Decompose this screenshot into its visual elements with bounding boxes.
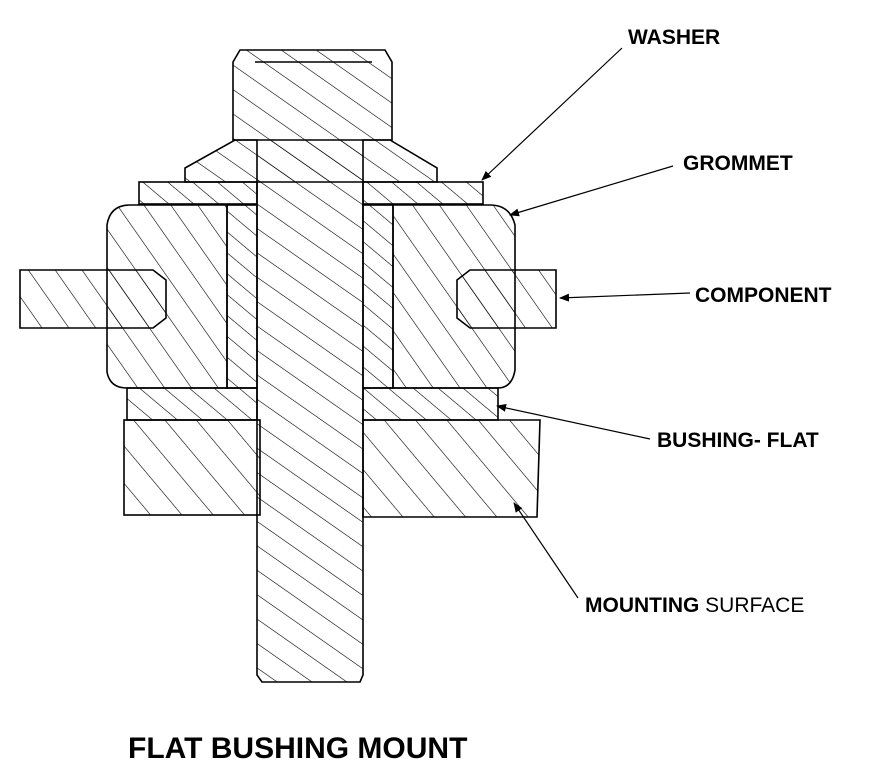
bushing-flat bbox=[126, 204, 499, 421]
bushing-flat-left-flange bbox=[126, 387, 258, 421]
diagram-title: FLAT BUSHING MOUNT bbox=[128, 732, 467, 765]
mounting-surface-leader bbox=[513, 502, 579, 599]
grommet bbox=[106, 204, 516, 389]
mounting-surface-right-block bbox=[362, 419, 541, 518]
bolt-shaft bbox=[232, 49, 393, 683]
component-right-panel bbox=[456, 269, 557, 329]
bushing-flat-right-sleeve bbox=[362, 204, 394, 389]
washer-label: WASHER bbox=[628, 26, 720, 49]
grommet-left-half bbox=[106, 204, 228, 389]
grommet-right-half bbox=[392, 204, 516, 389]
component-label: COMPONENT bbox=[695, 284, 832, 307]
bushing-flat-leader bbox=[496, 403, 651, 440]
component-left-panel bbox=[19, 269, 167, 329]
washer-right bbox=[362, 181, 484, 205]
component-leader bbox=[559, 292, 691, 302]
mounting-surface-label: MOUNTING SURFACE bbox=[585, 594, 804, 617]
grommet-label: GROMMET bbox=[683, 152, 793, 175]
mounting-surface-label-bold: MOUNTING bbox=[585, 594, 699, 617]
washer bbox=[138, 181, 484, 205]
mounting-surface bbox=[123, 419, 541, 518]
bushing-flat-label: BUSHING- FLAT bbox=[657, 429, 819, 452]
grommet-leader bbox=[509, 165, 674, 217]
leader-lines bbox=[481, 47, 691, 599]
washer-left bbox=[138, 181, 258, 205]
bushing-flat-right-flange bbox=[362, 387, 499, 421]
mounting-surface-left-block bbox=[123, 419, 261, 516]
washer-leader bbox=[481, 47, 623, 181]
mounting-surface-label-light: SURFACE bbox=[699, 594, 804, 617]
bushing-flat-left-sleeve bbox=[226, 204, 258, 389]
component bbox=[19, 269, 557, 329]
